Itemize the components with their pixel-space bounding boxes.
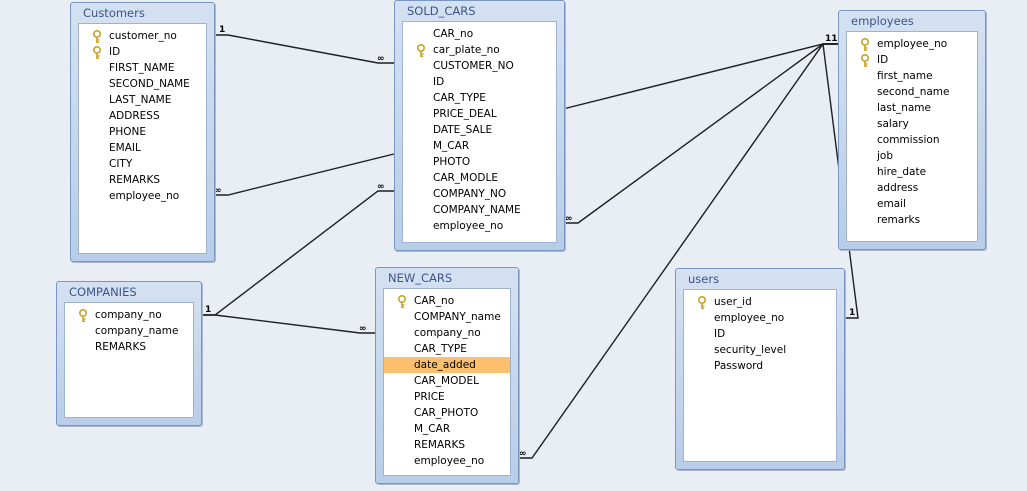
cardinality-many: ∞ <box>377 54 385 64</box>
field-row[interactable]: ID <box>714 328 726 340</box>
field-row[interactable]: CAR_MODEL <box>414 375 479 387</box>
field-row[interactable]: ID <box>109 46 121 58</box>
field-row[interactable]: last_name <box>877 102 931 114</box>
field-row[interactable]: car_plate_no <box>433 44 500 56</box>
primary-key-icon <box>91 29 103 44</box>
field-row[interactable]: user_id <box>714 296 752 308</box>
field-row[interactable]: PRICE <box>414 391 445 403</box>
field-row[interactable]: hire_date <box>877 166 927 178</box>
cardinality-one: 1 <box>219 25 225 35</box>
relationship-customers-sold-cars[interactable] <box>213 34 394 64</box>
field-row[interactable]: CITY <box>109 158 133 170</box>
field-row[interactable]: employee_no <box>714 312 785 324</box>
field-row[interactable]: ID <box>433 76 445 88</box>
field-row[interactable]: EMAIL <box>109 142 141 154</box>
primary-key-icon <box>859 53 871 68</box>
field-row[interactable]: PRICE_DEAL <box>433 108 497 120</box>
field-row[interactable]: PHONE <box>109 126 146 138</box>
field-row[interactable]: salary <box>877 118 909 130</box>
relationship-companies-new-cars[interactable] <box>200 314 375 334</box>
primary-key-icon <box>415 43 427 58</box>
field-row[interactable]: ID <box>877 54 889 66</box>
relationship-sold-cars-employees[interactable] <box>563 43 838 224</box>
primary-key-icon <box>396 294 408 309</box>
field-row[interactable]: Password <box>714 360 764 372</box>
cardinality-many: ∞ <box>214 186 222 196</box>
field-row[interactable]: CUSTOMER_NO <box>433 60 514 72</box>
relationship-customers-employees[interactable] <box>213 153 395 196</box>
field-row[interactable]: customer_no <box>109 30 177 42</box>
cardinality-one: 1 <box>849 308 855 318</box>
table-title[interactable]: COMPANIES <box>69 285 137 299</box>
field-row[interactable]: second_name <box>877 86 950 98</box>
field-row[interactable]: CAR_PHOTO <box>414 407 479 419</box>
field-row[interactable]: REMARKS <box>414 439 466 451</box>
field-row[interactable]: employee_no <box>109 190 180 202</box>
field-row[interactable]: COMPANY_NAME <box>433 204 521 216</box>
field-row[interactable]: CAR_TYPE <box>433 92 486 104</box>
field-row[interactable]: CAR_MODLE <box>433 172 498 184</box>
field-row[interactable]: employee_no <box>414 455 485 467</box>
table-title[interactable]: users <box>688 272 720 286</box>
field-row[interactable]: employee_no <box>877 38 948 50</box>
field-row[interactable]: LAST_NAME <box>109 94 172 106</box>
cardinality-many: ∞ <box>565 214 573 224</box>
cardinality-many: ∞ <box>359 324 367 334</box>
table-title[interactable]: employees <box>851 14 914 28</box>
table-title[interactable]: NEW_CARS <box>388 271 453 285</box>
field-row[interactable]: COMPANY_NO <box>433 188 507 200</box>
field-row[interactable]: employee_no <box>433 220 504 232</box>
primary-key-icon <box>696 295 708 310</box>
field-row[interactable]: FIRST_NAME <box>109 62 175 74</box>
field-row[interactable]: COMPANY_name <box>414 311 501 323</box>
field-row[interactable]: CAR_TYPE <box>414 343 467 355</box>
field-row[interactable]: SECOND_NAME <box>109 78 190 90</box>
table-title[interactable]: SOLD_CARS <box>407 4 476 18</box>
cardinality-many: ∞ <box>519 449 527 459</box>
cardinality-many: ∞ <box>377 182 385 192</box>
field-row[interactable]: company_no <box>95 309 162 321</box>
field-row[interactable]: REMARKS <box>95 341 147 353</box>
field-row[interactable]: CAR_no <box>414 295 455 307</box>
field-row[interactable]: address <box>877 182 919 194</box>
relationship-companies-sold-cars[interactable] <box>200 190 394 316</box>
cardinality-one: 1 <box>205 305 211 315</box>
field-row[interactable]: commission <box>877 134 940 146</box>
field-row[interactable]: company_no <box>414 327 481 339</box>
field-row[interactable]: email <box>877 198 906 210</box>
field-row[interactable]: REMARKS <box>109 174 161 186</box>
primary-key-icon <box>859 37 871 52</box>
field-row[interactable]: CAR_no <box>433 28 474 40</box>
field-row[interactable]: ADDRESS <box>109 110 160 122</box>
table-title[interactable]: Customers <box>83 6 145 20</box>
field-row[interactable]: date_added <box>384 357 510 373</box>
field-row[interactable]: security_level <box>714 344 787 356</box>
relationship-customers-employees-cont <box>562 43 838 110</box>
field-row[interactable]: M_CAR <box>433 140 470 152</box>
field-row[interactable]: M_CAR <box>414 423 451 435</box>
field-row[interactable]: remarks <box>877 214 921 226</box>
field-row[interactable]: PHOTO <box>433 156 471 168</box>
cardinality-one: 11 <box>825 34 838 44</box>
field-row[interactable]: DATE_SALE <box>433 124 493 136</box>
field-row[interactable]: first_name <box>877 70 933 82</box>
primary-key-icon <box>91 45 103 60</box>
primary-key-icon <box>77 308 89 323</box>
field-row[interactable]: job <box>877 150 894 162</box>
field-row[interactable]: company_name <box>95 325 179 337</box>
